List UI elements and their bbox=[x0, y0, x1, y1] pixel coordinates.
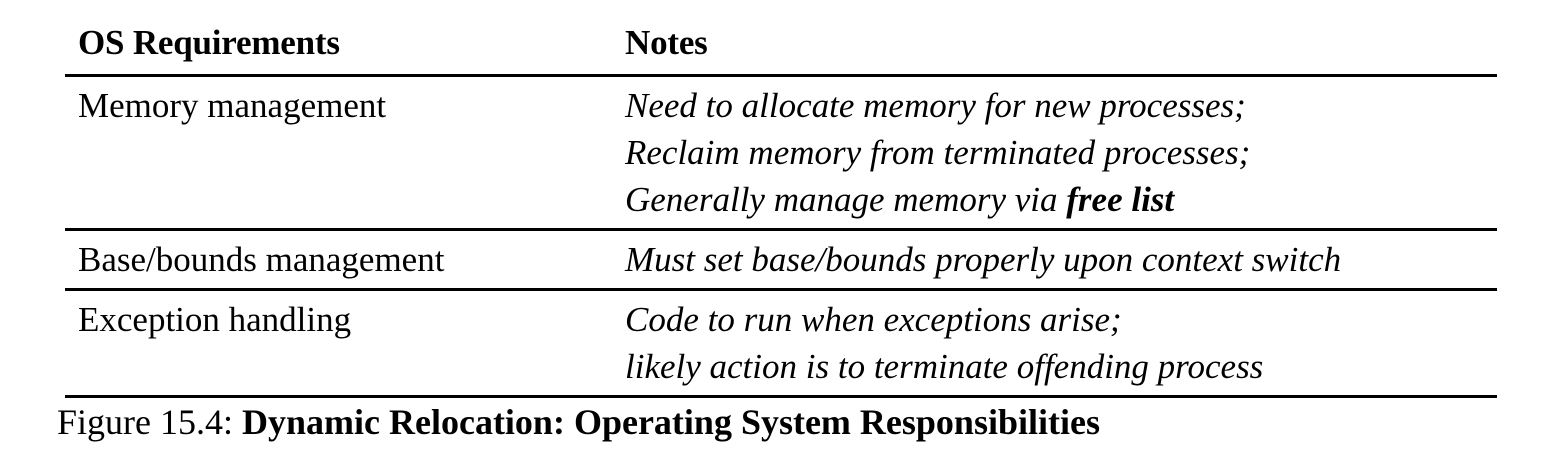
cell-requirement: Memory management bbox=[65, 82, 625, 129]
note-line-text: Need to allocate memory for new processe… bbox=[625, 86, 1246, 125]
note-line: Need to allocate memory for new processe… bbox=[625, 82, 1497, 129]
cell-notes: Code to run when exceptions arise; likel… bbox=[625, 296, 1497, 390]
cell-notes: Must set base/bounds properly upon conte… bbox=[625, 236, 1497, 283]
requirement-label: Memory management bbox=[78, 86, 387, 125]
table-header-row: OS Requirements Notes bbox=[65, 20, 1497, 74]
note-line: likely action is to terminate offending … bbox=[625, 343, 1497, 390]
note-line-text: Reclaim memory from terminated processes… bbox=[625, 133, 1251, 172]
table-row: Exception handling Code to run when exce… bbox=[65, 291, 1497, 395]
requirement-label: Base/bounds management bbox=[78, 240, 445, 279]
table-rule-after-row-2 bbox=[65, 288, 1497, 291]
figure-caption: Figure 15.4: Dynamic Relocation: Operati… bbox=[57, 398, 1497, 446]
table-rule-bottom bbox=[65, 395, 1497, 398]
cell-notes: Need to allocate memory for new processe… bbox=[625, 82, 1497, 223]
table-rule-after-row-1 bbox=[65, 228, 1497, 231]
note-line-text: Generally manage memory via bbox=[625, 180, 1067, 219]
table-row: Memory management Need to allocate memor… bbox=[65, 77, 1497, 228]
note-line-text: Code to run when exceptions arise; bbox=[625, 300, 1122, 339]
column-header-label-notes: Notes bbox=[625, 23, 708, 62]
cell-requirement: Base/bounds management bbox=[65, 236, 625, 283]
note-line-text: likely action is to terminate offending … bbox=[625, 347, 1264, 386]
note-line-text: Must set base/bounds properly upon conte… bbox=[625, 240, 1342, 279]
column-header-os-requirements: OS Requirements bbox=[65, 20, 625, 66]
column-header-label-os-requirements: OS Requirements bbox=[78, 23, 340, 62]
note-line-emphasis: free list bbox=[1066, 180, 1175, 219]
note-line: Reclaim memory from terminated processes… bbox=[625, 129, 1497, 176]
column-header-notes: Notes bbox=[625, 20, 1497, 66]
requirement-label: Exception handling bbox=[78, 300, 352, 339]
table-rule-top bbox=[65, 74, 1497, 77]
figure-caption-label: Figure 15.4: bbox=[57, 402, 233, 442]
figure-caption-title: Dynamic Relocation: Operating System Res… bbox=[242, 402, 1100, 442]
note-line: Must set base/bounds properly upon conte… bbox=[625, 236, 1497, 283]
table-row: Base/bounds management Must set base/bou… bbox=[65, 231, 1497, 288]
os-requirements-table: OS Requirements Notes Memory management … bbox=[65, 20, 1497, 398]
note-line: Generally manage memory via free list bbox=[625, 176, 1497, 223]
note-line: Code to run when exceptions arise; bbox=[625, 296, 1497, 343]
cell-requirement: Exception handling bbox=[65, 296, 625, 343]
